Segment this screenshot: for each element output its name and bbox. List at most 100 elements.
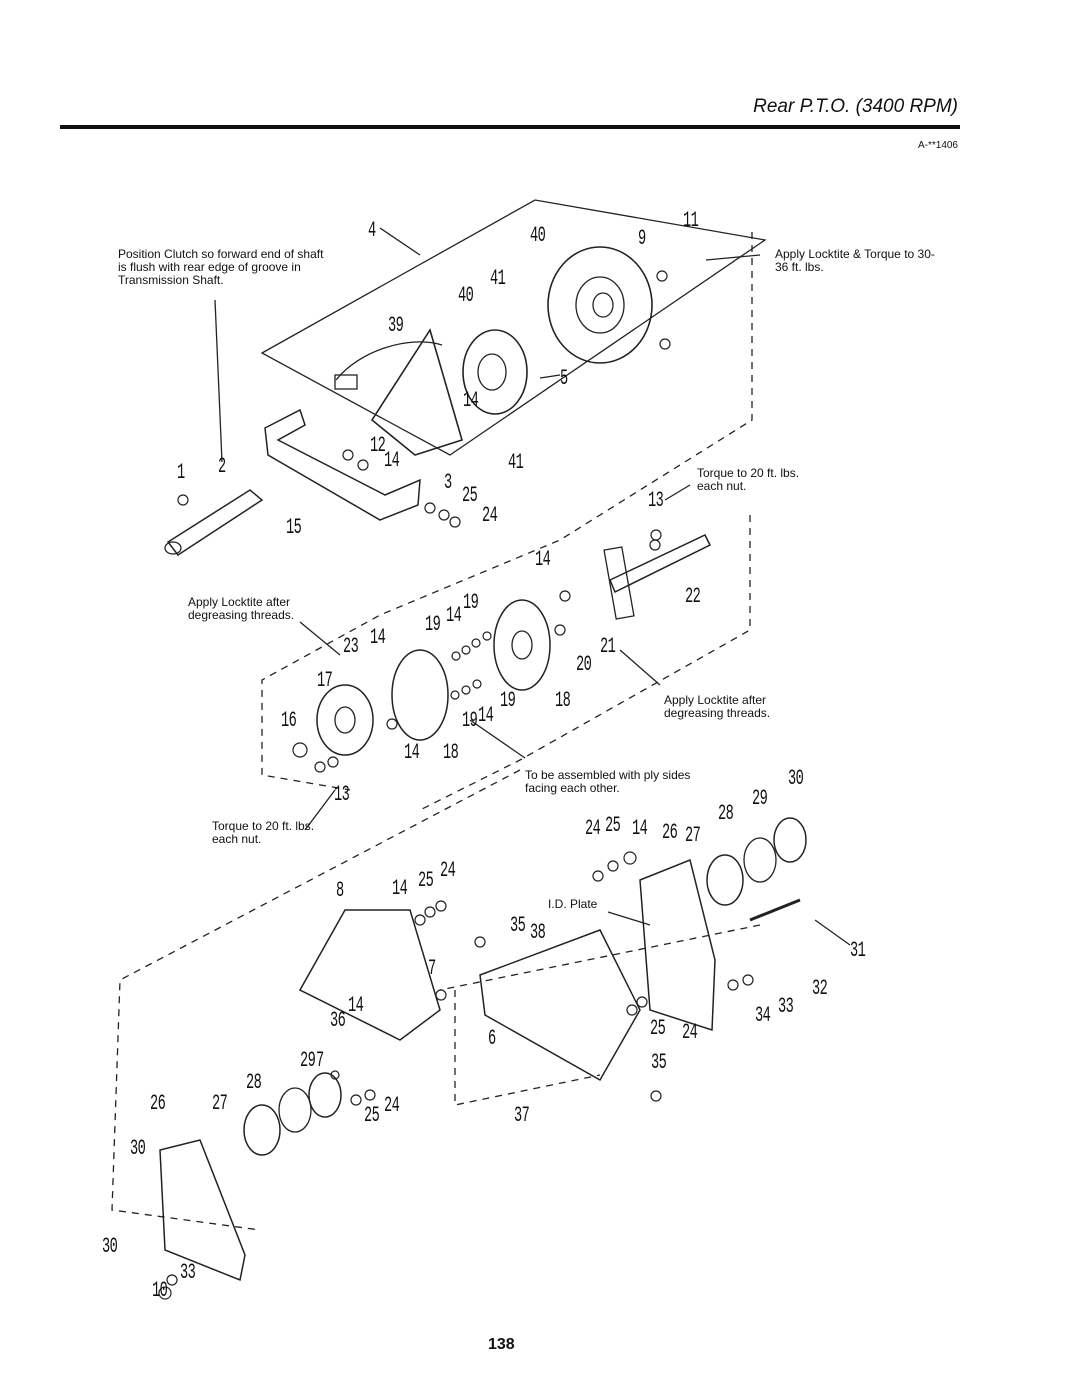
mounting-bracket [264,408,421,521]
callout: 15 [286,515,302,540]
callout: 11 [683,208,699,233]
clutch-housing [370,328,463,456]
callout: 12 [370,433,386,458]
callout: 17 [317,668,333,693]
note-locktite-left: Apply Locktite after degreasing threads. [188,595,295,622]
callout: 33 [778,994,794,1019]
drive-shaft [609,534,712,594]
callout: 13 [334,782,350,807]
callout: 37 [514,1103,530,1128]
callout: 30 [130,1136,146,1161]
callout: 41 [508,450,524,475]
callout: 14 [463,388,479,413]
callout: 25 [418,868,434,893]
callout: 28 [718,801,734,826]
callout: 14 [348,993,364,1018]
callout: 24 [440,858,456,883]
callout: 7 [316,1048,324,1073]
callout: 19 [463,590,479,615]
callout: 40 [530,223,546,248]
callout: 26 [662,820,678,845]
callout: 13 [648,488,664,513]
callout: 25 [650,1016,666,1041]
assembly-dashed-outline [261,232,753,791]
callout: 32 [812,976,828,1001]
callout: 39 [388,313,404,338]
callout: 14 [535,547,551,572]
coupling-disc-front [391,649,449,741]
callout: 22 [685,584,701,609]
callout: 36 [330,1008,346,1033]
callout: 16 [281,708,297,733]
clutch-plate [547,246,653,364]
bearing-flange [316,684,374,756]
lower-left-plate [159,1139,246,1282]
header-rule [60,125,960,129]
callout: 9 [638,226,646,251]
callout: 5 [560,366,568,391]
callout: 27 [685,823,701,848]
callout: 20 [576,652,592,677]
frame [479,929,641,1082]
page-number: 138 [488,1336,515,1353]
callout: 14 [404,740,420,765]
lower-bracket [298,909,441,1041]
callout: 19 [425,612,441,637]
callout: 30 [788,766,804,791]
callout: 34 [755,1003,771,1028]
callout: 35 [651,1050,667,1075]
callout: 4 [368,218,376,243]
clutch-connector [334,374,358,390]
callout: 24 [384,1093,400,1118]
callout: 18 [443,740,459,765]
callout: 35 [510,913,526,938]
callout: 14 [370,625,386,650]
callout: 28 [246,1070,262,1095]
note-ply-sides: To be assembled with ply sides facing ea… [525,768,691,795]
note-torque-20-upper: Torque to 20 ft. lbs. each nut. [697,466,800,493]
callout: 14 [478,703,494,728]
callout: 14 [446,603,462,628]
callout: 38 [530,920,546,945]
note-id-plate: I.D. Plate [548,897,598,911]
callout: 23 [343,634,359,659]
callout: 10 [152,1278,168,1303]
callout: 14 [392,876,408,901]
right-upright-plate [639,858,716,1032]
callout: 41 [490,266,506,291]
callout: 6 [488,1026,496,1051]
callout: 8 [336,878,344,903]
callout: 3 [444,470,452,495]
callout: 26 [150,1091,166,1116]
callout: 29 [300,1048,316,1073]
note-torque-20-lower: Torque to 20 ft. lbs. each nut. [212,819,315,846]
callout: 31 [850,938,866,963]
pulley [462,329,528,415]
callout: 33 [180,1260,196,1285]
callout: 25 [605,813,621,838]
callout: 18 [555,688,571,713]
note-locktite-right: Apply Locktite after degreasing threads. [664,693,771,720]
callout: 30 [102,1234,118,1259]
callout: 40 [458,283,474,308]
shaft [166,489,264,557]
callout: 14 [384,448,400,473]
callout: 14 [632,816,648,841]
callout: 1 [177,460,185,485]
callout: 27 [212,1091,228,1116]
callout: 19 [462,708,478,733]
callout: 25 [364,1103,380,1128]
callout: 24 [482,503,498,528]
callout: 24 [682,1020,698,1045]
callout: 24 [585,816,601,841]
callout: 21 [600,634,616,659]
page-title: Rear P.T.O. (3400 RPM) [753,96,958,117]
drawing-code: A-**1406 [917,140,958,151]
callout: 7 [428,956,436,981]
callout: 29 [752,786,768,811]
note-locktite-torque: Apply Locktite & Torque to 30-36 ft. lbs… [775,247,935,274]
callout: 19 [500,688,516,713]
upper-assembly-outline [260,199,767,456]
coupling-disc-rear [493,599,551,691]
